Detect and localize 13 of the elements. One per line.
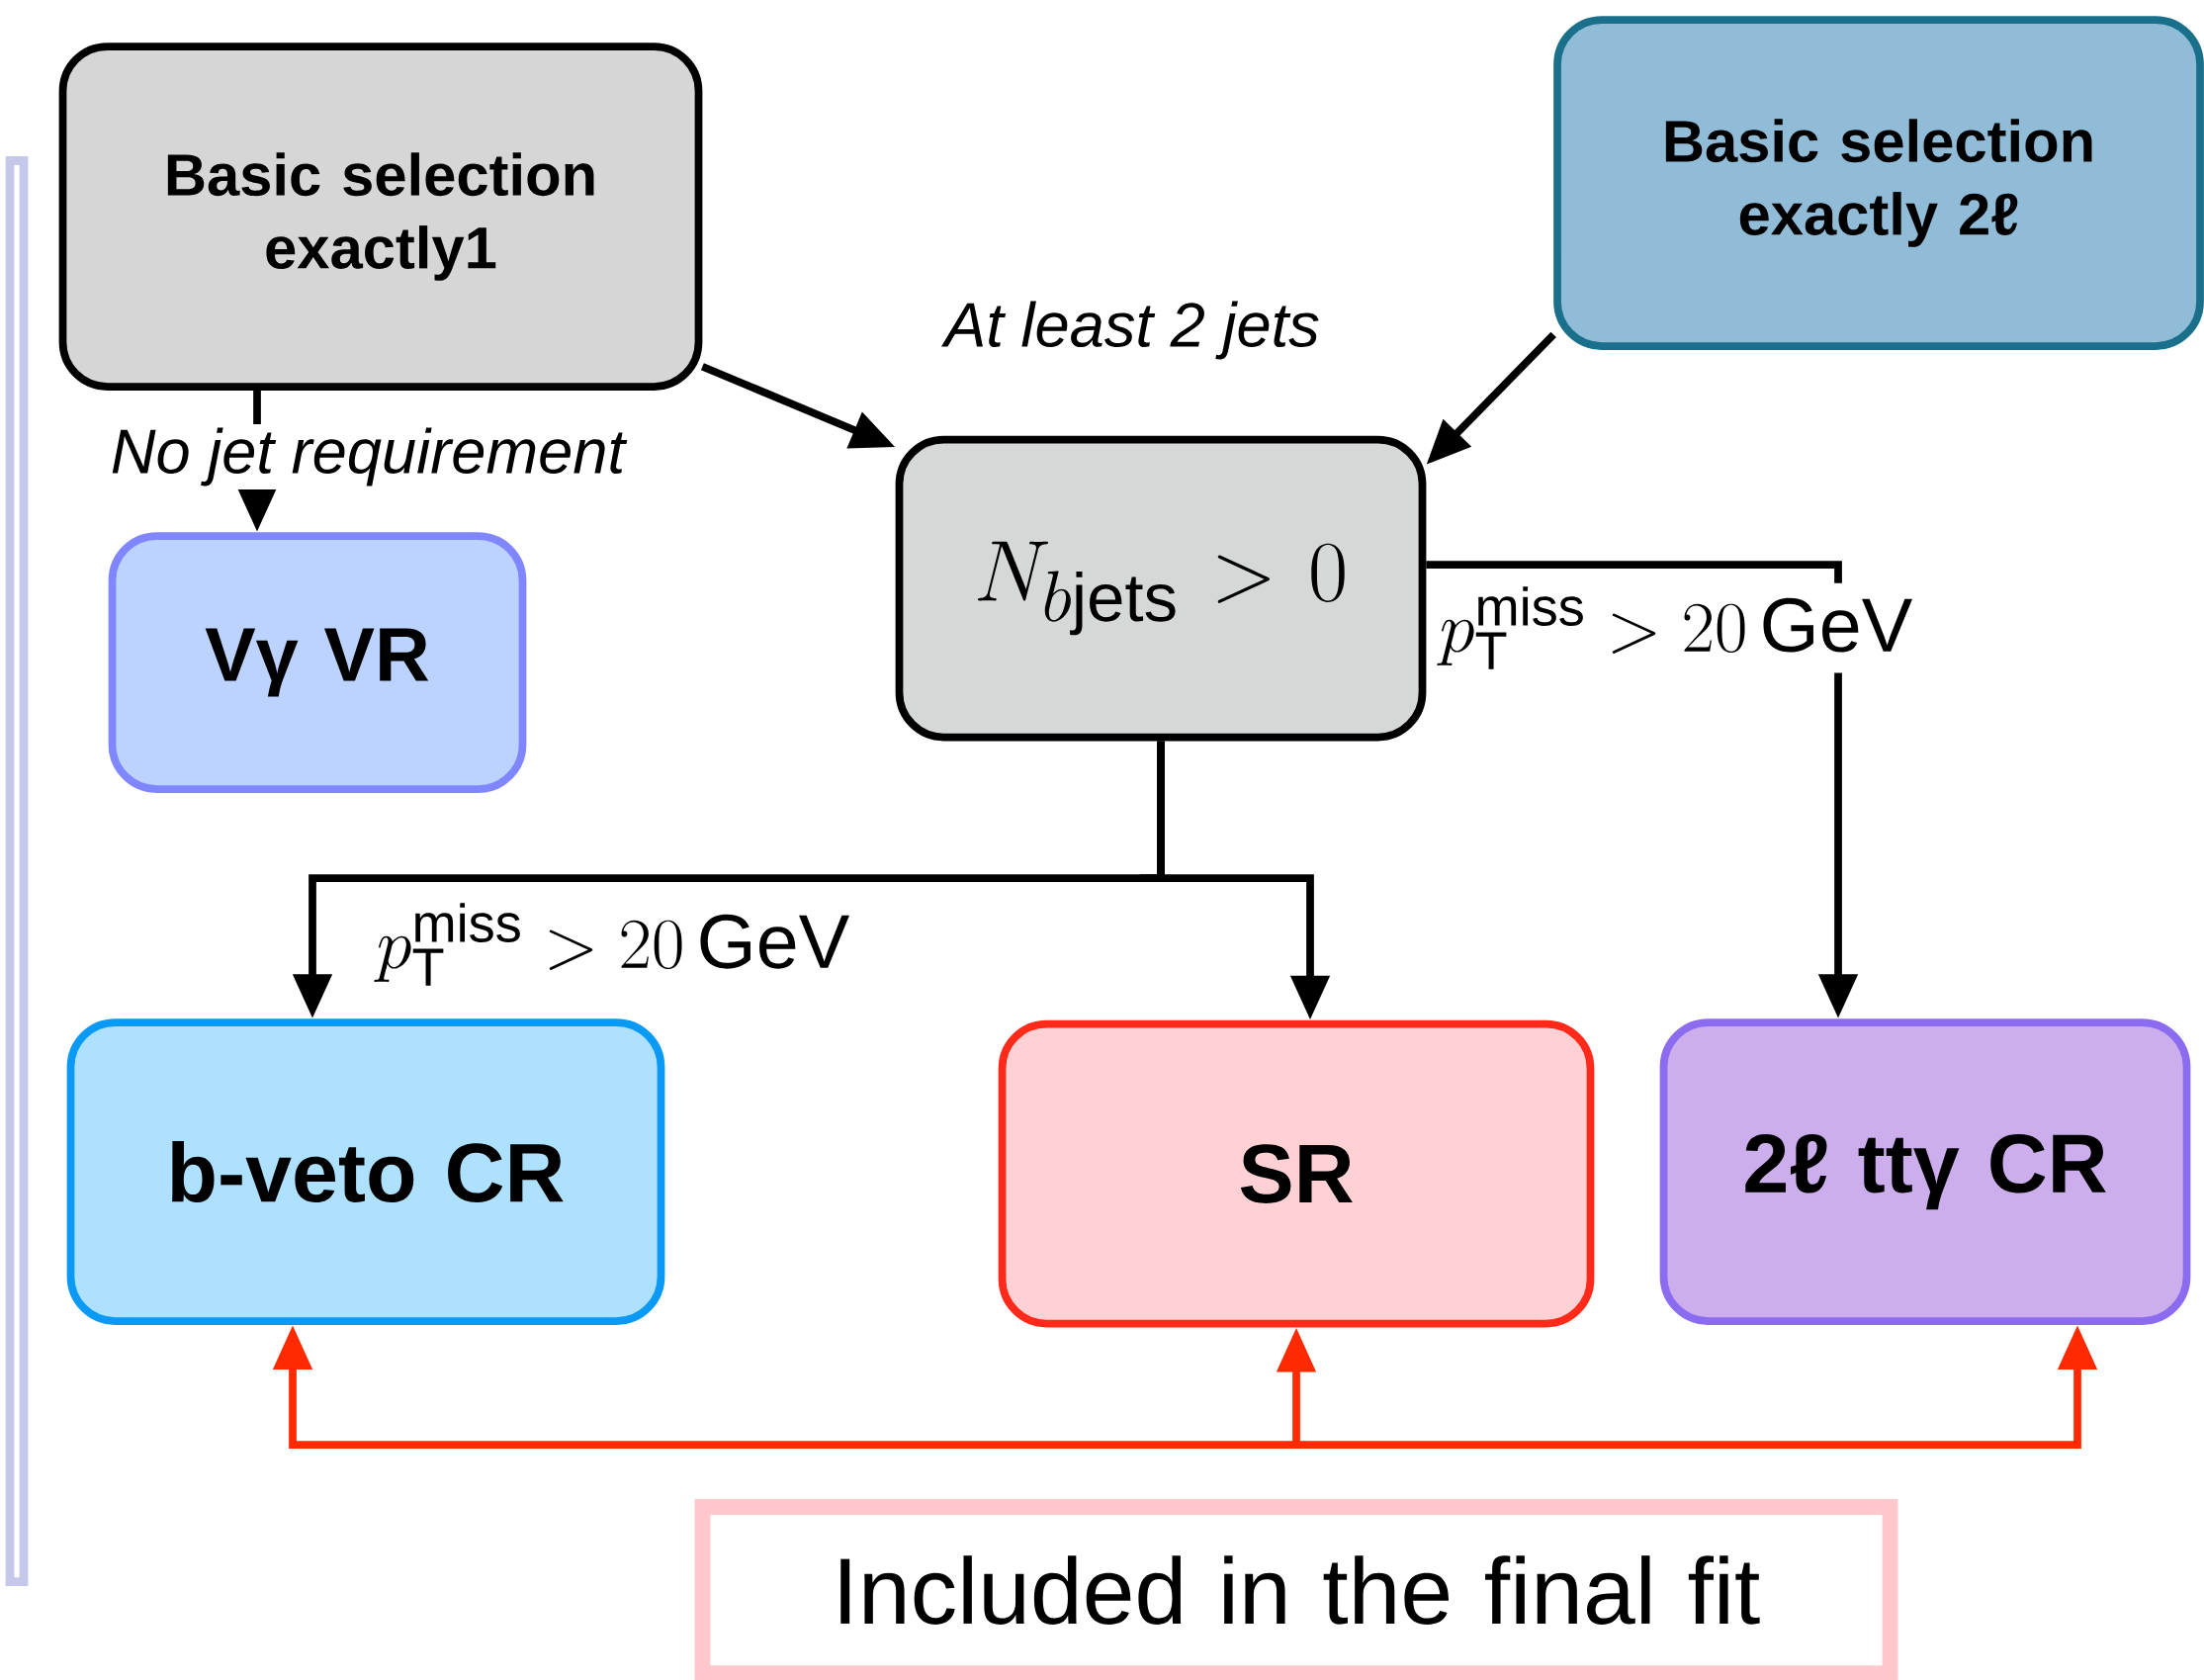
condition-box: $N_{b\mathrm{jets}} > 0$ (895, 435, 1427, 742)
note-box: Included in the final fit (694, 1499, 1898, 1680)
edge-label: $p_{\mathrm{T}}^{\mathrm{miss}} > 20\,\mathrm{GeV}$ (1436, 582, 1916, 673)
selection-box: Basic selection exactly1 (58, 43, 703, 391)
edge-label: At least 2 jets (940, 298, 1324, 363)
vertical-bar (5, 156, 29, 1586)
region-box: 2ℓ ttγ CR (1659, 1018, 2191, 1325)
edge-label: $p_{\mathrm{T}}^{\mathrm{miss}} > 20\,\mathrm{GeV}$ (373, 899, 853, 990)
region-box: b-veto CR (66, 1018, 665, 1325)
region-box: SR (998, 1019, 1595, 1328)
selection-box: Basic selection exactly 2ℓ (1553, 16, 2204, 350)
region-box: Vγ VR (108, 532, 527, 793)
edge-label: No jet requirement (107, 424, 629, 489)
